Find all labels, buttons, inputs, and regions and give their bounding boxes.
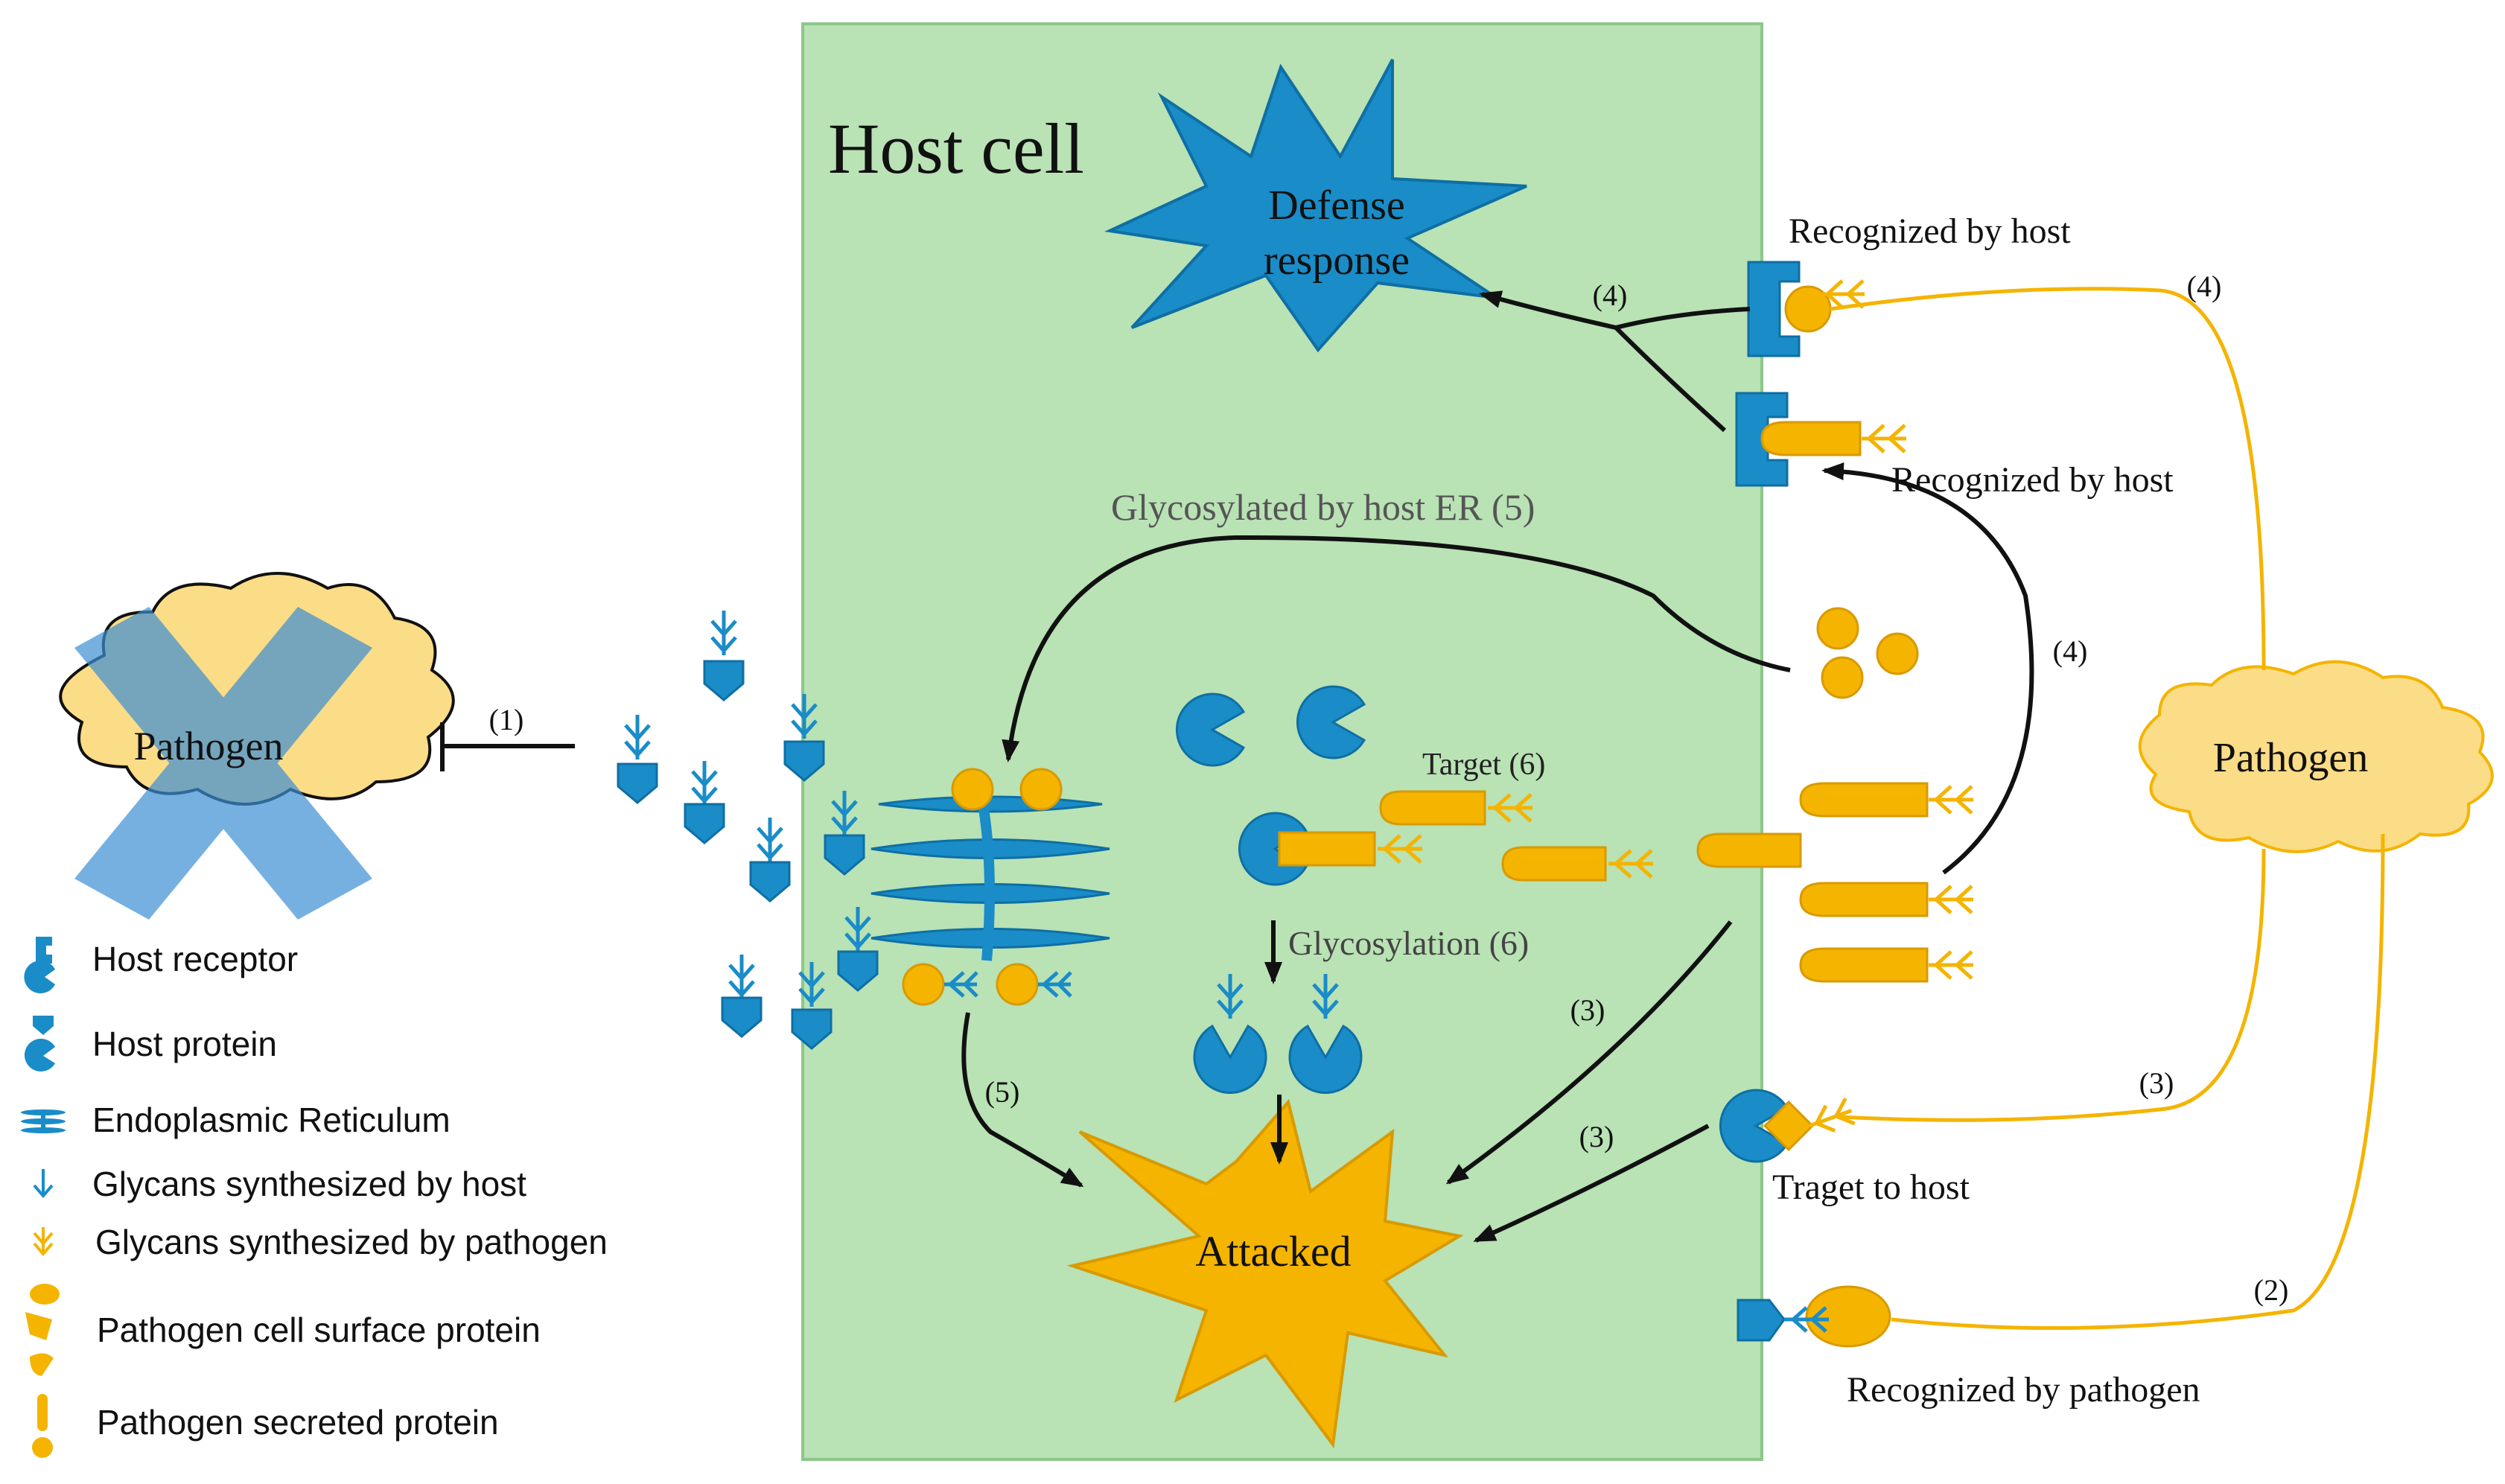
target-to-host-receptor <box>1719 1089 1856 1163</box>
pathogen-surface-proteins <box>1696 782 1973 983</box>
glycosylated-by-host-er-label: Glycosylated by host ER (5) <box>1111 486 1535 528</box>
step-label-2: (2) <box>2254 1273 2289 1307</box>
legend-host-glycans: Glycans synthesized by host <box>92 1165 526 1203</box>
er-secreted-proteins <box>902 768 1072 1006</box>
pathogen-left-label: Pathogen <box>134 724 284 768</box>
step-label-4-top: (4) <box>2187 270 2222 303</box>
legend-pathogen-glycans: Glycans synthesized by pathogen <box>95 1223 608 1261</box>
target-protein-free-2 <box>1501 846 1653 882</box>
pathogen-surface-protein-icon <box>25 1284 60 1376</box>
legend: Host receptor Host protein Endoplasmic R… <box>21 937 608 1458</box>
inhibition-arrow <box>440 722 575 771</box>
legend-host-protein: Host protein <box>92 1025 277 1063</box>
target-protein-free-1 <box>1379 790 1532 826</box>
endoplasmic-reticulum-icon <box>21 1109 66 1133</box>
legend-pathogen-secreted-protein: Pathogen secreted protein <box>97 1403 499 1442</box>
target-6-label: Target (6) <box>1422 748 1545 782</box>
host-cell-title: Host cell <box>828 109 1084 188</box>
pathogen-secreted-protein-icon <box>32 1394 53 1458</box>
defense-response-burst <box>1104 59 1527 353</box>
pathogen-glycan-icon <box>33 1227 54 1257</box>
attacked-burst <box>1066 1098 1464 1449</box>
membrane-receptor-mid <box>1735 392 1906 487</box>
step-label-5: (5) <box>985 1075 1020 1109</box>
recognized-by-pathogen-label: Recognized by pathogen <box>1847 1370 2200 1410</box>
step-label-3-b: (3) <box>1579 1120 1614 1153</box>
cross-out-mark <box>74 607 372 920</box>
attacked-label: Attacked <box>1195 1227 1351 1276</box>
target-protein-bound <box>1278 831 1422 867</box>
step-label-1: (1) <box>489 703 524 736</box>
recognized-by-host-label-1: Recognized by host <box>1789 211 2071 251</box>
pathogen-right-cloud <box>2138 660 2494 853</box>
step-label-3-a: (3) <box>1570 993 1605 1027</box>
host-glycan-icon <box>33 1169 54 1199</box>
step-label-4-right: (4) <box>2053 634 2088 668</box>
step-label-4-arrow: (4) <box>1593 278 1628 312</box>
defense-label-line1: Defense <box>1268 182 1404 229</box>
recognized-by-host-label-2: Recognized by host <box>1891 460 2174 500</box>
recognized-by-pathogen-protein <box>1737 1285 1891 1348</box>
legend-host-receptor: Host receptor <box>92 940 298 978</box>
pathway-arrows <box>961 290 2034 1243</box>
membrane-receptor-top <box>1747 261 1865 357</box>
defense-label-line2: response <box>1264 238 1410 284</box>
host-receptor-icon <box>24 937 55 994</box>
secreted-protein-cluster <box>1816 607 1919 699</box>
legend-endoplasmic-reticulum: Endoplasmic Reticulum <box>92 1101 451 1139</box>
step-label-3-right: (3) <box>2139 1066 2174 1100</box>
pathogen-right-label: Pathogen <box>2213 735 2368 781</box>
host-protein-icon <box>24 1016 55 1072</box>
glycosylation-6-label: Glycosylation (6) <box>1288 924 1529 962</box>
traget-to-host-label: Traget to host <box>1772 1168 1970 1207</box>
legend-pathogen-surface-protein: Pathogen cell surface protein <box>97 1311 541 1349</box>
pathogen-connectors <box>1830 287 2385 1331</box>
